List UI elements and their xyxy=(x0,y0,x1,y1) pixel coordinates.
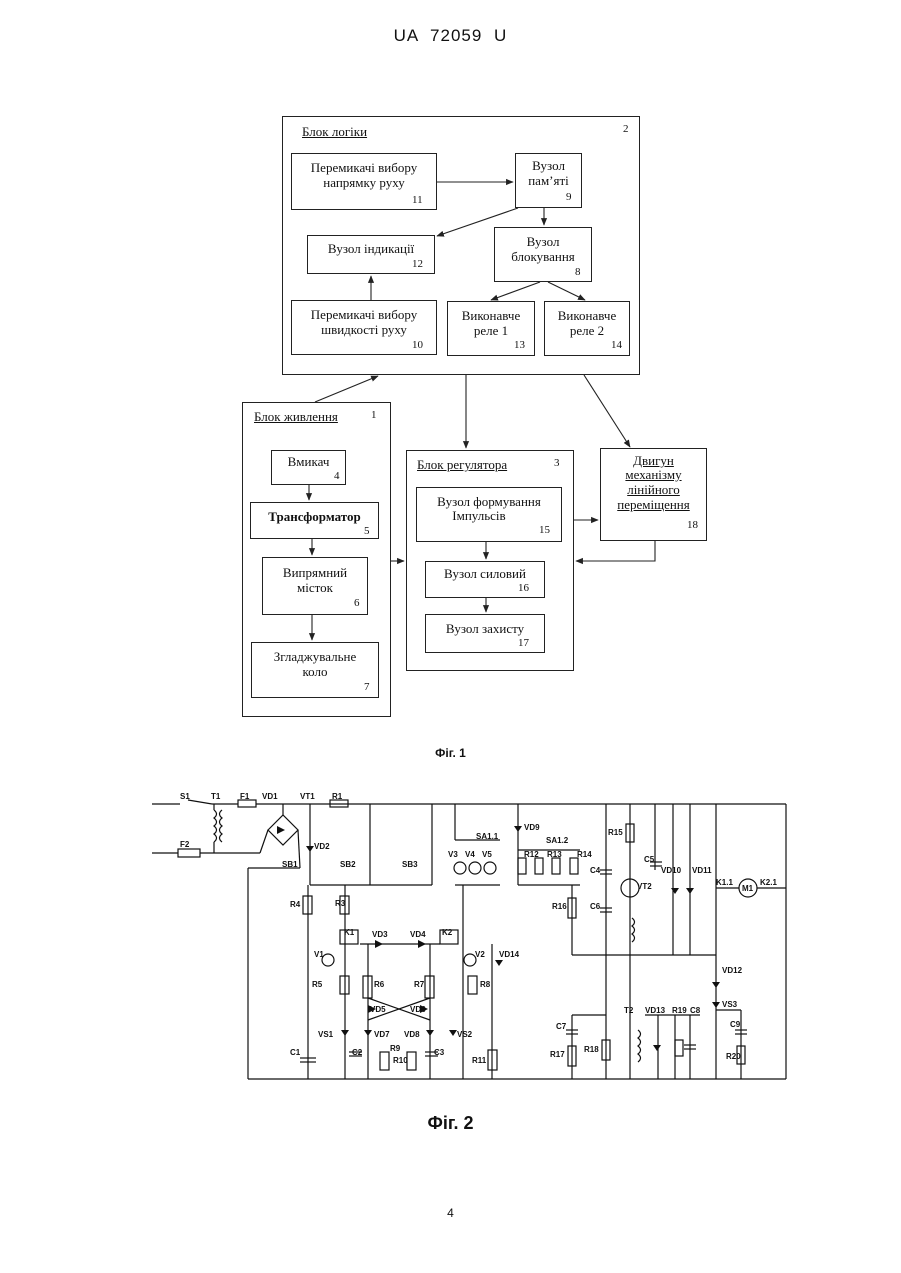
label-vt1: VT1 xyxy=(300,792,315,801)
label-r20: R20 xyxy=(726,1052,741,1061)
label-r4: R4 xyxy=(290,900,300,909)
label-vd3: VD3 xyxy=(372,930,388,939)
label-r5: R5 xyxy=(312,980,322,989)
label-r6: R6 xyxy=(374,980,384,989)
label-vs2: VS2 xyxy=(457,1030,472,1039)
label-sb2: SB2 xyxy=(340,860,356,869)
label-r13: R13 xyxy=(547,850,562,859)
label-sb1: SB1 xyxy=(282,860,298,869)
label-vd2: VD2 xyxy=(314,842,330,851)
label-c3: C3 xyxy=(434,1048,444,1057)
label-r11: R11 xyxy=(472,1056,486,1065)
label-v4: V4 xyxy=(465,850,475,859)
label-c6: C6 xyxy=(590,902,600,911)
label-c4: C4 xyxy=(590,866,600,875)
label-c5: C5 xyxy=(644,855,654,864)
label-vd5: VD5 xyxy=(370,1005,386,1014)
label-vd12: VD12 xyxy=(722,966,742,975)
figure-1-caption: Фіг. 1 xyxy=(0,746,901,760)
label-k1-1: K1.1 xyxy=(716,878,733,887)
label-s1: S1 xyxy=(180,792,190,801)
label-k2: K2 xyxy=(442,928,452,937)
label-sb3: SB3 xyxy=(402,860,418,869)
label-r1: R1 xyxy=(332,792,342,801)
label-r7: R7 xyxy=(414,980,424,989)
figure-2-caption: Фіг. 2 xyxy=(0,1113,901,1134)
label-vd1: VD1 xyxy=(262,792,278,801)
label-r16: R16 xyxy=(552,902,567,911)
label-k2-1: K2.1 xyxy=(760,878,777,887)
label-r17: R17 xyxy=(550,1050,565,1059)
label-vs1: VS1 xyxy=(318,1030,333,1039)
label-v5: V5 xyxy=(482,850,492,859)
label-r8: R8 xyxy=(480,980,490,989)
label-c1: C1 xyxy=(290,1048,300,1057)
label-f2: F2 xyxy=(180,840,189,849)
label-m1: M1 xyxy=(742,884,753,893)
label-v3: V3 xyxy=(448,850,458,859)
label-vd10: VD10 xyxy=(661,866,681,875)
label-c8: C8 xyxy=(690,1006,700,1015)
label-vd8: VD8 xyxy=(404,1030,420,1039)
label-f1: F1 xyxy=(240,792,249,801)
label-vd14: VD14 xyxy=(499,950,519,959)
label-vd11: VD11 xyxy=(692,866,712,875)
label-k1: K1 xyxy=(344,928,354,937)
label-sa1-1: SA1.1 xyxy=(476,832,498,841)
label-r3: R3 xyxy=(335,899,345,908)
label-r15: R15 xyxy=(608,828,623,837)
label-t2: T2 xyxy=(624,1006,633,1015)
label-t1: T1 xyxy=(211,792,220,801)
label-sa1-2: SA1.2 xyxy=(546,836,568,845)
figure-1-arrows xyxy=(0,0,901,760)
label-r14: R14 xyxy=(577,850,592,859)
label-r12: R12 xyxy=(524,850,539,859)
label-vd13: VD13 xyxy=(645,1006,665,1015)
label-v1: V1 xyxy=(314,950,324,959)
label-c7: C7 xyxy=(556,1022,566,1031)
label-vt2: VT2 xyxy=(637,882,652,891)
label-c2: C2 xyxy=(352,1048,362,1057)
label-vd6: VD6 xyxy=(410,1005,426,1014)
label-vd9: VD9 xyxy=(524,823,540,832)
label-vs3: VS3 xyxy=(722,1000,737,1009)
label-r19: R19 xyxy=(672,1006,687,1015)
label-vd4: VD4 xyxy=(410,930,426,939)
label-r10: R10 xyxy=(393,1056,408,1065)
label-r9: R9 xyxy=(390,1044,400,1053)
label-c9: C9 xyxy=(730,1020,740,1029)
label-v2: V2 xyxy=(475,950,485,959)
label-vd7: VD7 xyxy=(374,1030,390,1039)
page-number: 4 xyxy=(0,1206,901,1220)
label-r18: R18 xyxy=(584,1045,599,1054)
